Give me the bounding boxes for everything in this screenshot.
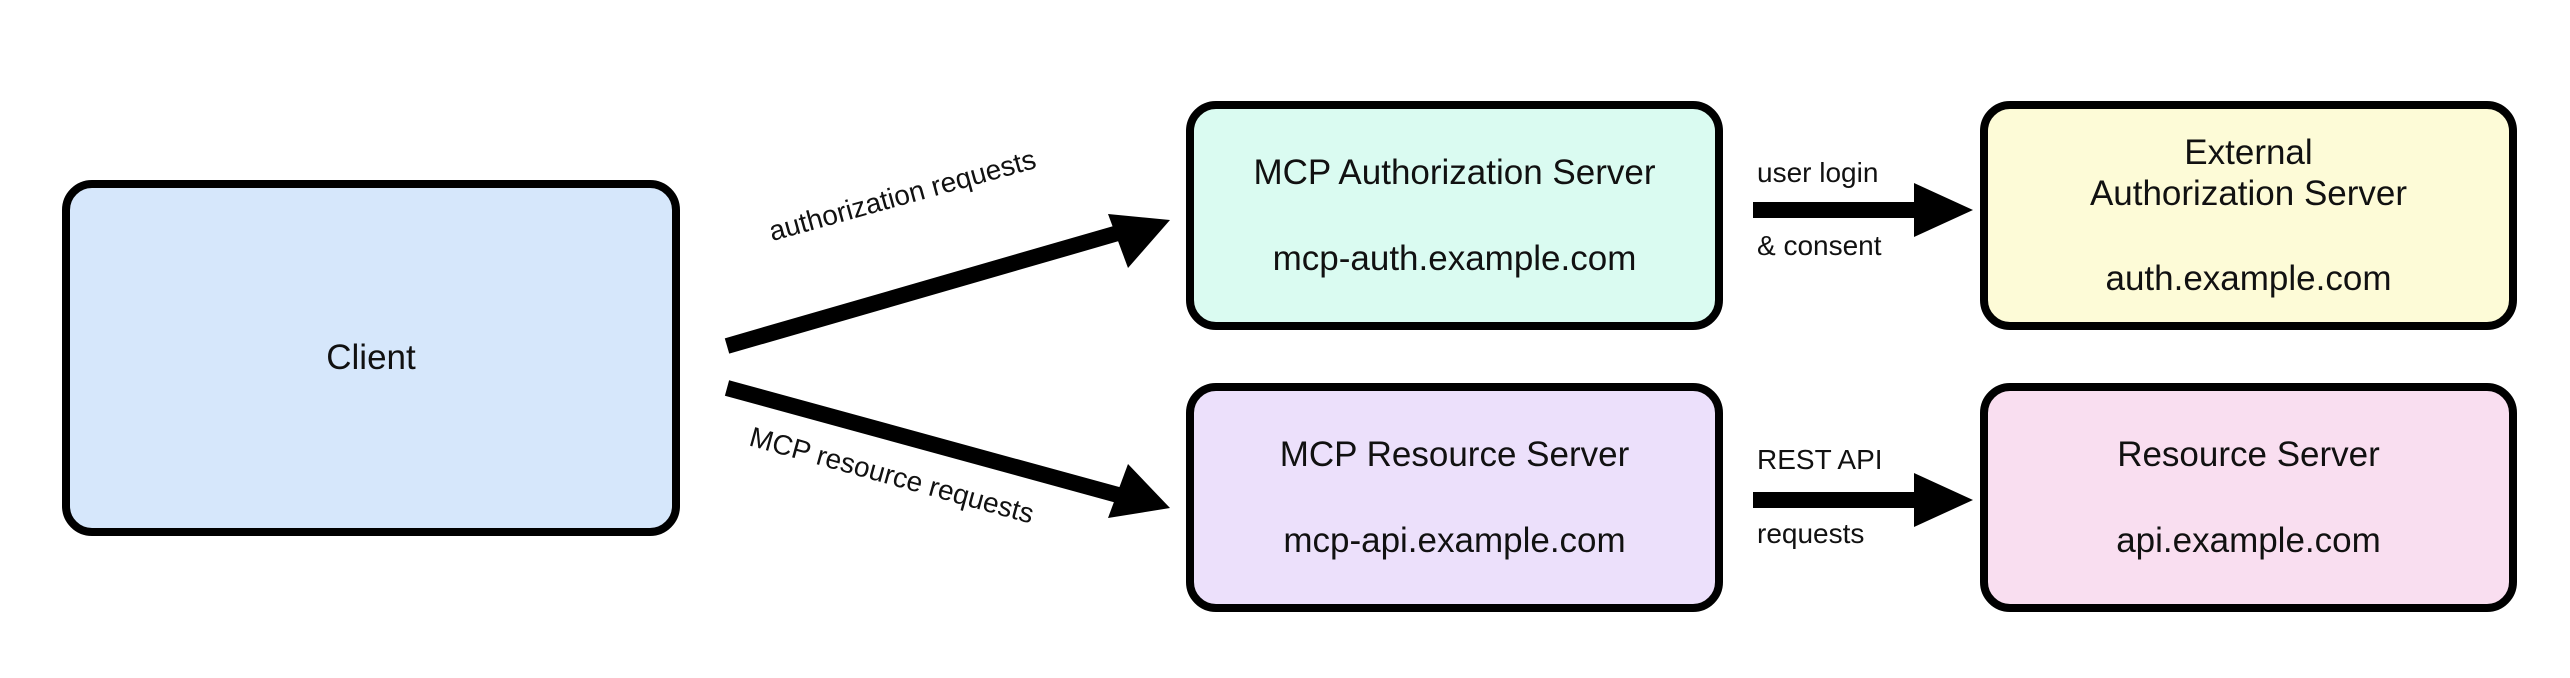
consent-label: & consent [1757,230,1882,261]
resource-server-title: Resource Server [2117,435,2380,475]
user-login-label: user login [1757,157,1879,188]
resource-server-node: Resource Server api.example.com [1980,383,2517,612]
mcp-resource-server-title: MCP Resource Server [1279,435,1630,475]
login-arrow-head [1914,183,1973,237]
external-authorization-server-title: External Authorization Server [2089,132,2408,213]
mcp-resource-server-domain: mcp-api.example.com [1283,520,1626,560]
authorization-requests-label: authorization requests [765,143,1040,247]
authorization-arrow-head [1108,214,1170,268]
rest-arrow-head [1914,473,1973,527]
mcp-resource-requests-label: MCP resource requests [746,421,1038,530]
rest-api-label: REST API [1757,444,1883,475]
mcp-authorization-server-domain: mcp-auth.example.com [1272,238,1637,278]
external-authorization-server-domain: auth.example.com [2105,259,2392,299]
external-authorization-server-node: External Authorization Server auth.examp… [1980,101,2517,330]
mcp-authorization-server-node: MCP Authorization Server mcp-auth.exampl… [1186,101,1723,330]
client-node: Client [62,180,680,536]
resource-server-domain: api.example.com [2116,520,2381,560]
mcp-authorization-server-title: MCP Authorization Server [1253,153,1656,193]
authorization-arrow-shaft [724,225,1121,354]
mcp-resource-server-node: MCP Resource Server mcp-api.example.com [1186,383,1723,612]
mcp-resource-arrow-head [1108,464,1170,518]
requests-label: requests [1757,518,1865,549]
client-label: Client [326,338,416,378]
